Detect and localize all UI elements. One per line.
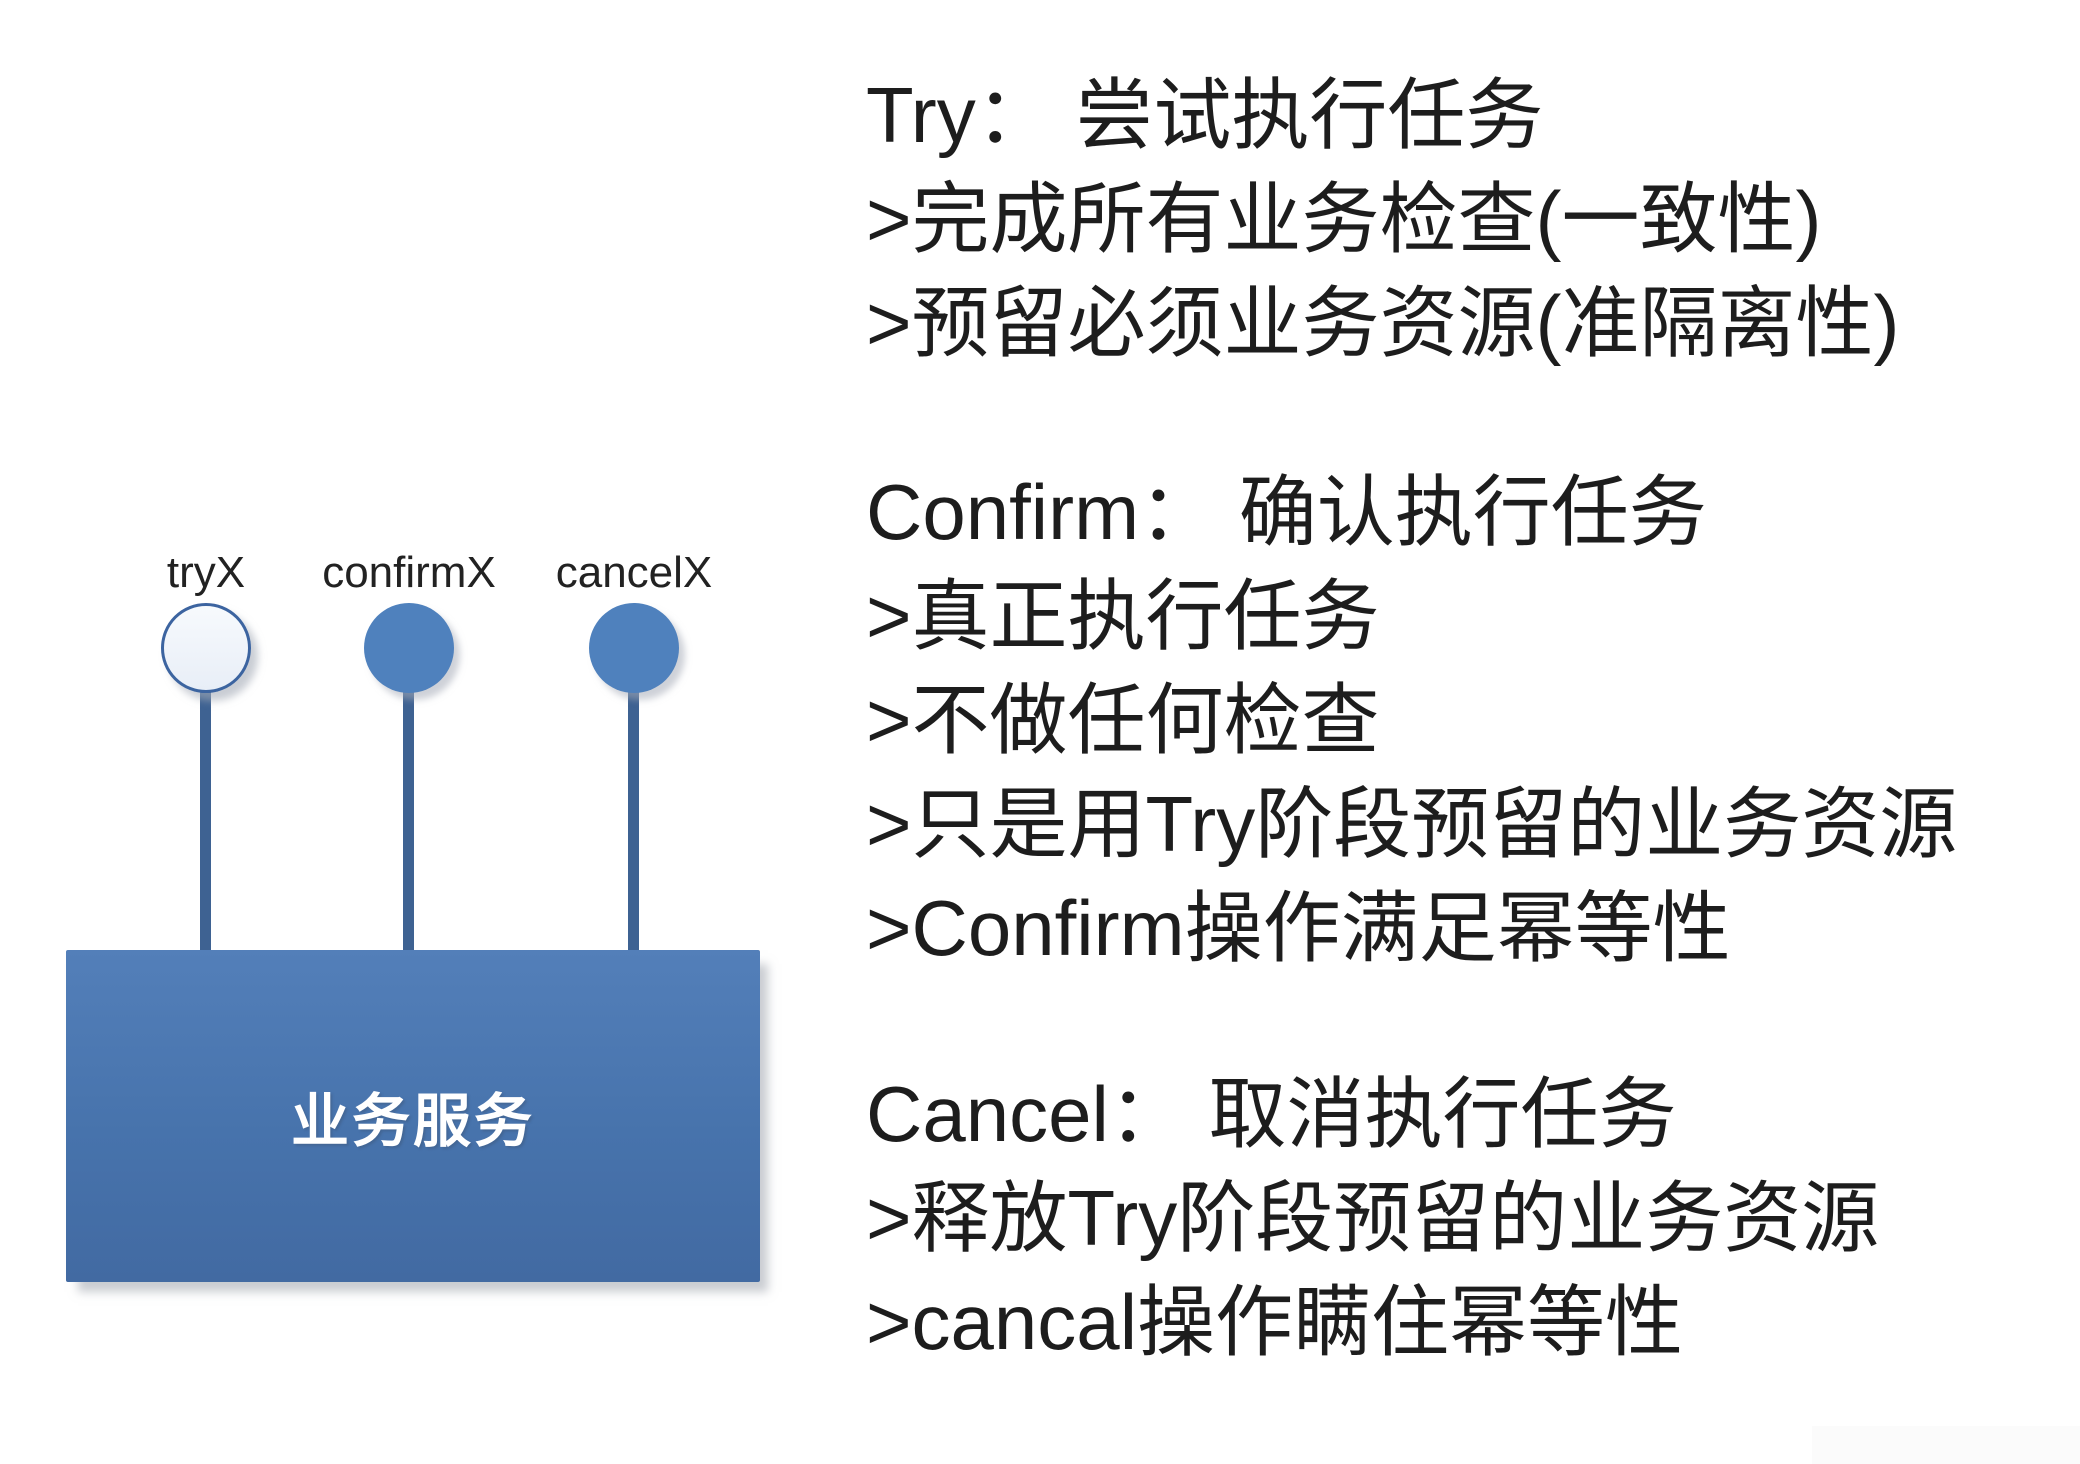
cancel-notes-line: >cancal操作瞒住幂等性 [866,1278,1684,1366]
business-service-box: 业务服务 [66,950,760,1282]
cancel-interface-label: cancelX [555,548,713,597]
cancel-interface-circle [589,603,679,693]
try-interface-label: tryX [166,548,246,597]
try-interface-circle [161,603,251,693]
try-notes-line: Try： 尝试执行任务 [866,71,1544,159]
cancel-notes: Cancel： 取消执行任务 >释放Try阶段预留的业务资源 >cancal操作… [866,1062,1879,1374]
confirm-interface-stem [403,688,414,952]
confirm-notes-line: >不做任何检查 [866,676,1380,764]
try-interface-stem [200,688,211,952]
corner-artifact [1812,1426,2080,1464]
try-notes: Try： 尝试执行任务 >完成所有业务检查(一致性) >预留必须业务资源(准隔离… [866,63,1900,375]
confirm-notes-line: >只是用Try阶段预留的业务资源 [866,780,1958,868]
confirm-notes: Confirm： 确认执行任务 >真正执行任务 >不做任何检查 >只是用Try阶… [866,460,1957,980]
cancel-notes-line: >释放Try阶段预留的业务资源 [866,1174,1880,1262]
confirm-notes-line: Confirm： 确认执行任务 [866,468,1707,556]
cancel-notes-line: Cancel： 取消执行任务 [866,1070,1677,1158]
confirm-interface-label: confirmX [322,548,496,597]
business-service-box-label: 业务服务 [290,1089,535,1154]
try-notes-line: >预留必须业务资源(准隔离性) [866,279,1900,367]
confirm-notes-line: >Confirm操作满足幂等性 [866,884,1731,972]
confirm-interface-circle [364,603,454,693]
try-notes-line: >完成所有业务检查(一致性) [866,175,1822,263]
cancel-interface-stem [628,688,639,952]
confirm-notes-line: >真正执行任务 [866,572,1380,660]
